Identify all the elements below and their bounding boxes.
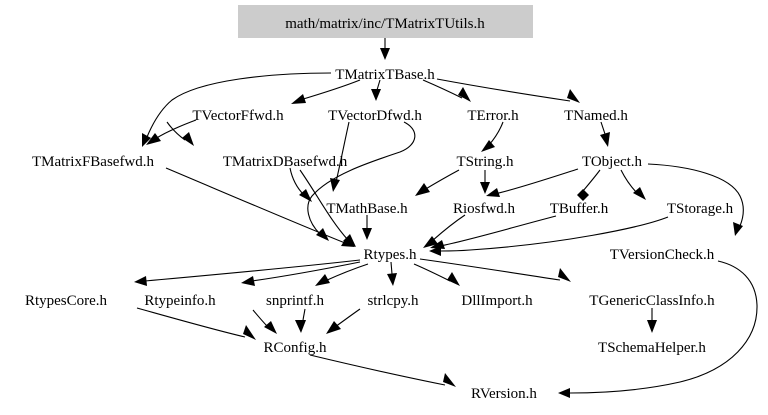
edge-tmathbase-to-rtypes (362, 215, 372, 240)
edge-riosfwd-to-rtypes (423, 214, 466, 248)
node-tmatrixfbasefwd[interactable]: TMatrixFBasefwd.h (32, 154, 155, 170)
edge-rtypes-to-tgenericclassinfo (419, 258, 571, 282)
edge-rconfig-to-rversion (309, 354, 456, 387)
edge-tnamed-to-tobject (600, 121, 610, 147)
node-label-dllimport: DllImport.h (461, 293, 533, 309)
edge-tobject-to-tbuffer (577, 169, 601, 201)
node-root[interactable]: math/matrix/inc/TMatrixTUtils.h (238, 5, 533, 38)
node-label-tnamed: TNamed.h (564, 108, 628, 124)
node-rtypes[interactable]: Rtypes.h (364, 247, 417, 263)
node-label-tschemahelper: TSchemaHelper.h (598, 340, 706, 356)
edge-tbuffer-to-rtypes (430, 215, 557, 249)
node-rtypescore[interactable]: RtypesCore.h (25, 293, 108, 309)
node-layer: math/matrix/inc/TMatrixTUtils.h TMatrixT… (25, 5, 734, 402)
node-label-strlcpy: strlcpy.h (367, 293, 419, 309)
edge-rtypes-to-rtypeinfo (241, 261, 361, 286)
node-tvectorffwd[interactable]: TVectorFfwd.h (192, 108, 284, 124)
edge-tobject-to-tversioncheck (647, 163, 744, 236)
node-label-tstring: TString.h (456, 154, 514, 170)
node-label-tvectordfwd: TVectorDfwd.h (328, 108, 422, 124)
node-rconfig[interactable]: RConfig.h (264, 340, 327, 356)
root-node-box (238, 5, 533, 38)
node-tbuffer[interactable]: TBuffer.h (550, 201, 609, 217)
edge-tvectordfwd-to-rtypes (307, 121, 416, 241)
node-label-tbuffer: TBuffer.h (550, 201, 609, 217)
edge-snprintf-to-rconfig (252, 309, 277, 334)
node-label-tobject: TObject.h (582, 154, 643, 170)
node-label-tmatrixdbasefwd: TMatrixDBasefwd.h (223, 154, 348, 170)
edge-tmatrixtbase-to-tvectordfwd (371, 79, 381, 101)
edge-tobject-to-tstorage (620, 169, 646, 200)
edge-rtypes-to-snprintf (315, 263, 369, 286)
edge-tstring-to-tmathbase (415, 169, 460, 196)
edge-rtypes-to-strlcpy (387, 261, 397, 286)
edge-strlcpy-to-rconfig (295, 308, 306, 333)
node-label-rconfig: RConfig.h (264, 340, 327, 356)
edge-tstring-to-riosfwd (480, 170, 490, 194)
node-label-tmathbase: TMathBase.h (326, 201, 408, 217)
node-label-tmatrixtbase: TMatrixTBase.h (335, 67, 435, 83)
node-terror[interactable]: TError.h (467, 108, 519, 124)
node-tschemahelper[interactable]: TSchemaHelper.h (598, 340, 706, 356)
node-snprintf[interactable]: snprintf.h (266, 293, 324, 309)
node-label-snprintf: snprintf.h (266, 293, 324, 309)
edge-tmatrixdbasefwd-to-tmathbase (289, 167, 312, 202)
node-label-tstorage: TStorage.h (667, 201, 734, 217)
edge-layer (134, 38, 758, 398)
node-rtypeinfo[interactable]: Rtypeinfo.h (144, 293, 216, 309)
node-label-tvectorffwd: TVectorFfwd.h (192, 108, 284, 124)
node-label-tmatrixfbasefwd: TMatrixFBasefwd.h (32, 154, 155, 170)
edge-rtypes-to-rtypescore (134, 259, 361, 286)
node-tmathbase[interactable]: TMathBase.h (326, 201, 408, 217)
node-tobject[interactable]: TObject.h (582, 154, 643, 170)
edge-tmatrixtbase-to-terror (422, 79, 471, 102)
node-rversion[interactable]: RVersion.h (471, 386, 537, 402)
edge-tmatrixtbase-to-tvectorffwd (291, 79, 361, 104)
node-tnamed[interactable]: TNamed.h (564, 108, 628, 124)
node-label-rtypescore: RtypesCore.h (25, 293, 108, 309)
node-label-tversioncheck: TVersionCheck.h (610, 247, 715, 263)
node-label-terror: TError.h (467, 108, 519, 124)
node-label-rtypes: Rtypes.h (364, 247, 417, 263)
edge-tobject-to-tmathbase (486, 168, 579, 197)
node-dllimport[interactable]: DllImport.h (461, 293, 533, 309)
edge-rtypeinfo-to-rconfig (136, 307, 256, 340)
node-label-root: math/matrix/inc/TMatrixTUtils.h (285, 16, 485, 32)
node-tgenericclassinfo[interactable]: TGenericClassInfo.h (589, 293, 715, 309)
node-label-rversion: RVersion.h (471, 386, 537, 402)
edge-tgenericclassinfo-to-tschemahelper (647, 308, 657, 333)
node-tmatrixtbase[interactable]: TMatrixTBase.h (335, 67, 435, 83)
node-tversioncheck[interactable]: TVersionCheck.h (610, 247, 715, 263)
edge-tvectorffwd-to-tmatrixdbasefwd (166, 121, 194, 146)
edge-rtypes-to-dllimport (413, 263, 460, 286)
node-label-riosfwd: Riosfwd.h (453, 201, 516, 217)
edge-tstorage-to-rtypes (429, 216, 669, 256)
node-label-rtypeinfo: Rtypeinfo.h (144, 293, 216, 309)
edge-strlcpy-right-to-rconfig (326, 308, 361, 334)
edge-tmatrixdbasefwd-to-rtypes (299, 169, 356, 247)
edge-tmatrixtbase-to-tmatrixfbasefwd (142, 72, 332, 147)
node-riosfwd[interactable]: Riosfwd.h (453, 201, 516, 217)
node-strlcpy[interactable]: strlcpy.h (367, 293, 419, 309)
edge-root-to-tmatrixtbase (380, 38, 390, 60)
node-tmatrixdbasefwd[interactable]: TMatrixDBasefwd.h (223, 154, 348, 170)
edge-terror-to-tstring (481, 121, 504, 152)
node-label-tgenericclassinfo: TGenericClassInfo.h (589, 293, 715, 309)
edge-tversioncheck-to-rversion (558, 260, 758, 398)
node-tstring[interactable]: TString.h (456, 154, 514, 170)
edge-tvectorffwd-to-tmatrixfbasefwd (146, 119, 197, 145)
node-tvectordfwd[interactable]: TVectorDfwd.h (328, 108, 422, 124)
node-tstorage[interactable]: TStorage.h (667, 201, 734, 217)
edge-tmatrixtbase-to-tnamed (436, 78, 580, 103)
